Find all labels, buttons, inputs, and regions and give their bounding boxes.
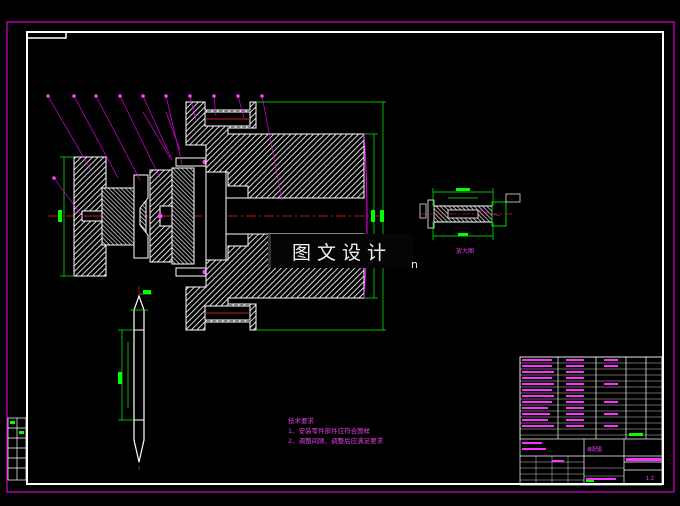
outer-sheet-border xyxy=(6,21,675,493)
watermark-box: 图文设计 xyxy=(268,234,413,268)
jaw-clutch xyxy=(133,174,149,259)
left-margin-table xyxy=(7,417,27,481)
tech-req-line-1: 1、安装零件部件应符合图样 xyxy=(288,427,371,435)
part-leaders xyxy=(47,95,283,217)
technical-requirements: 技术要求 1、安装零件部件应符合图样 2、调整间隙、调整后应满足要求 xyxy=(288,416,383,446)
watermark-suffix: n xyxy=(411,258,418,271)
parts-list-table xyxy=(519,356,663,486)
tech-req-line-2: 2、调整间隙、调整后应满足要求 xyxy=(288,437,384,445)
middle-flange xyxy=(171,167,195,265)
tech-req-heading: 技术要求 xyxy=(288,417,314,425)
frame-corner-tab xyxy=(27,32,67,39)
detail-view-part xyxy=(419,188,521,240)
detail-view-label: 放大图 xyxy=(456,248,475,255)
main-assembly-section xyxy=(46,94,386,331)
drawing-scale: 1:2 xyxy=(646,476,655,482)
watermark-text: 图文设计 xyxy=(291,241,392,264)
drawing-frame xyxy=(26,31,664,485)
dimension-lines xyxy=(58,101,386,331)
drawing-name: 装配图 xyxy=(587,447,603,453)
shaft-detail xyxy=(118,286,152,470)
parts-list-entries xyxy=(522,359,662,480)
